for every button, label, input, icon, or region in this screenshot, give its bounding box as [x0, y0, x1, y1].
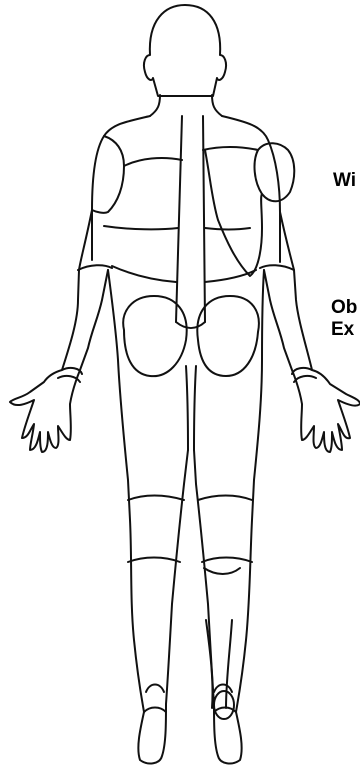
- left-forearm-band: [58, 265, 112, 382]
- left-shoulder: [92, 136, 124, 213]
- heel-left: [146, 685, 164, 693]
- waist-line: [176, 322, 205, 328]
- side-label-middle-2: Ex: [331, 319, 354, 341]
- right-knee: [198, 496, 252, 563]
- left-knee: [128, 496, 184, 563]
- crotch-line: [186, 366, 196, 450]
- back-middle-line: [104, 226, 250, 230]
- ankles: [144, 708, 236, 713]
- upper-back-line: [124, 147, 258, 166]
- head-outline: [144, 5, 226, 96]
- right-forearm-band: [260, 265, 316, 382]
- lower-back-line: [112, 266, 256, 282]
- left-arm-outline: [10, 210, 108, 452]
- spine-band: [176, 116, 205, 322]
- side-label-middle-1: Ob: [331, 297, 357, 319]
- right-lat: [205, 150, 262, 276]
- neck-outline: [150, 95, 222, 116]
- buttocks-outline: [123, 296, 259, 376]
- right-shoulder-joint: [255, 143, 295, 201]
- side-label-top: Wi: [333, 170, 356, 192]
- right-heel-pad: [214, 691, 234, 719]
